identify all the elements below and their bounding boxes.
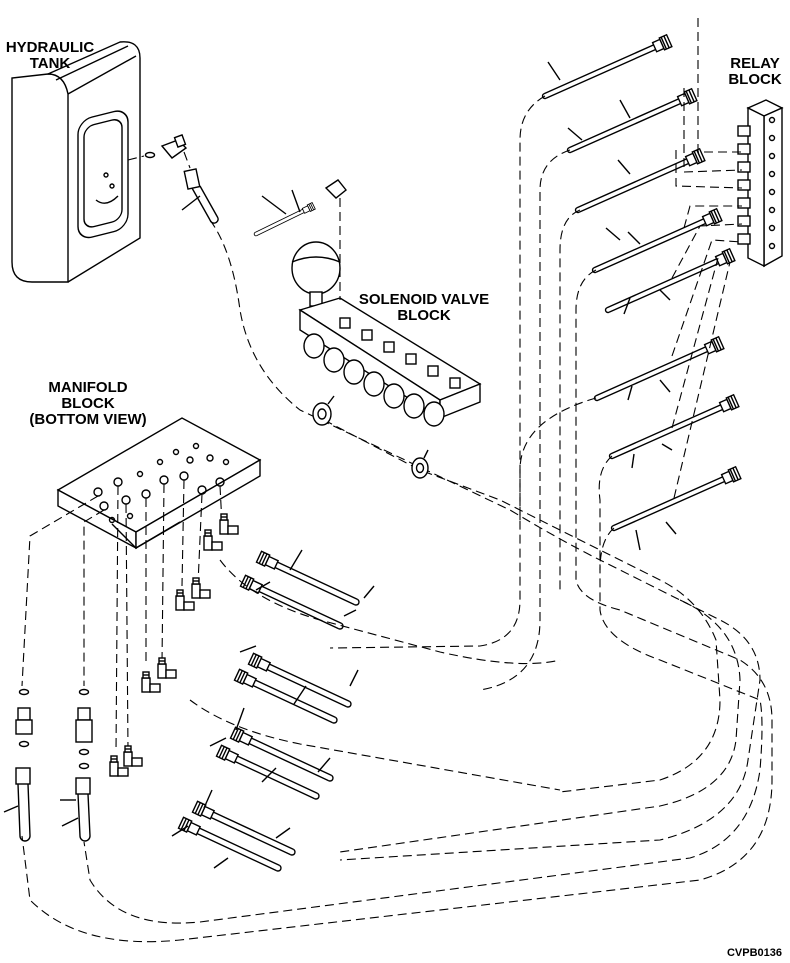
solenoid-coils bbox=[303, 333, 445, 427]
label-tank: TANK bbox=[30, 55, 71, 72]
solenoid-valve-block bbox=[298, 297, 482, 427]
tank-elbow-fitting bbox=[127, 134, 191, 169]
relay-block bbox=[737, 99, 784, 268]
label-relay-block: BLOCK bbox=[728, 71, 781, 88]
hose-routing-lines bbox=[21, 18, 773, 943]
relay-block-label: RELAY BLOCK bbox=[728, 55, 781, 88]
manifold-connection-lines bbox=[21, 479, 223, 753]
hydraulic-tank bbox=[11, 41, 141, 283]
label-bottom-view: (BOTTOM VIEW) bbox=[29, 411, 146, 428]
hose-clamps bbox=[312, 395, 429, 479]
label-solenoid-block: BLOCK bbox=[397, 307, 450, 324]
manifold-hose-group-2 bbox=[233, 645, 359, 728]
label-manifold-block: BLOCK bbox=[61, 395, 114, 412]
solenoid-feed-hose bbox=[252, 179, 347, 300]
figure-code: CVPB0136 bbox=[727, 947, 782, 959]
label-manifold: MANIFOLD bbox=[48, 379, 127, 396]
manifold-hose-group-1 bbox=[239, 549, 375, 634]
relay-block-fittings bbox=[737, 125, 751, 245]
solenoid-valve-block-label: SOLENOID VALVE BLOCK bbox=[359, 291, 489, 324]
manifold-elbows bbox=[109, 513, 239, 777]
manifold-hose-group-4 bbox=[171, 789, 298, 876]
relay-tube-leaders bbox=[547, 61, 677, 551]
manifold-hose-group-3 bbox=[209, 707, 336, 804]
hydraulic-tank-label: HYDRAULIC TANK bbox=[6, 39, 94, 72]
left-fitting-stack-1 bbox=[3, 688, 33, 842]
label-solenoid-valve: SOLENOID VALVE bbox=[359, 291, 489, 308]
accumulator bbox=[291, 241, 341, 307]
solenoid-connectors bbox=[339, 317, 461, 389]
suction-hose bbox=[181, 168, 219, 224]
label-relay: RELAY bbox=[730, 55, 779, 72]
left-fitting-stack-2 bbox=[60, 688, 93, 842]
label-hydraulic: HYDRAULIC bbox=[6, 39, 94, 56]
manifold-block bbox=[56, 417, 262, 550]
manifold-block-label: MANIFOLD BLOCK (BOTTOM VIEW) bbox=[29, 379, 146, 428]
relay-block-ports bbox=[768, 116, 776, 250]
